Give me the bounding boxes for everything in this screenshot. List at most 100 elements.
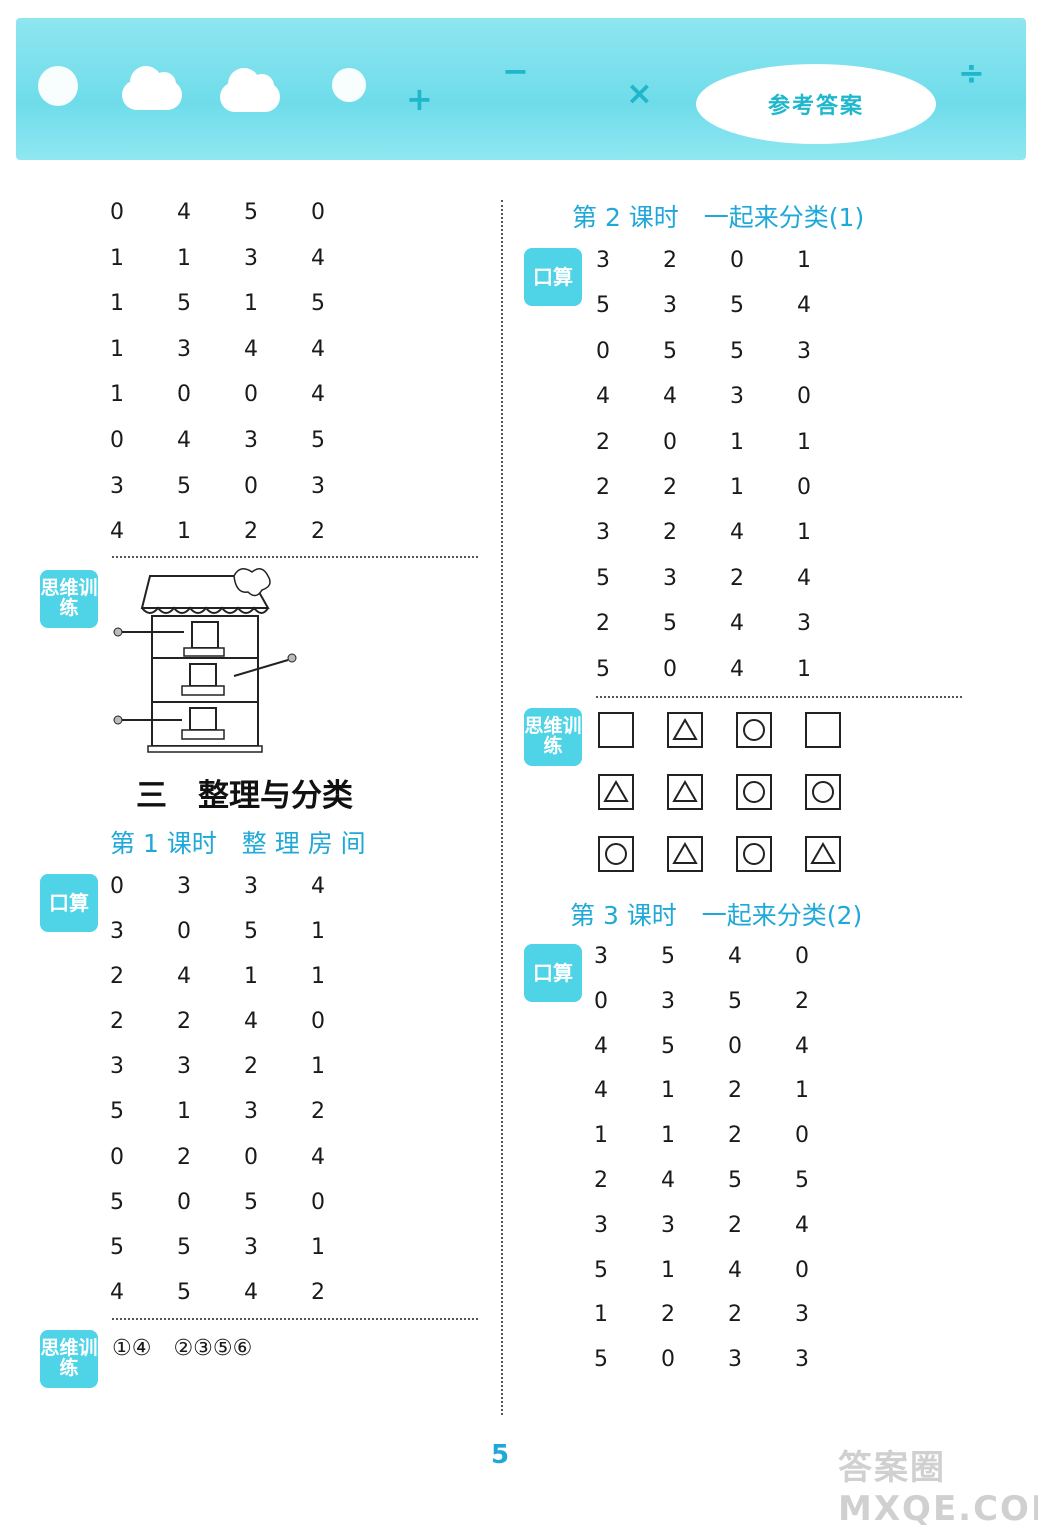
answer-cell: 5 — [661, 944, 675, 969]
answer-cell: 4 — [311, 382, 325, 408]
answer-cell: 5 — [177, 473, 191, 499]
watermark: 答案圈 MXQE.COM — [838, 1448, 1038, 1529]
answer-cell: 0 — [244, 473, 258, 499]
answer-cell: 3 — [594, 944, 608, 969]
dotted-separator — [596, 696, 962, 698]
answer-cell: 2 — [110, 1009, 124, 1035]
answer-cell: 1 — [661, 1078, 675, 1104]
answer-cell: 1 — [110, 336, 124, 362]
answer-cell: 5 — [728, 988, 742, 1014]
thinking-training-badge: 思维训练 — [40, 1330, 98, 1388]
cloud-icon — [122, 66, 182, 110]
circle-in-square — [736, 836, 772, 872]
answer-cell: 0 — [177, 1189, 191, 1215]
answer-cell: 4 — [311, 245, 325, 271]
answer-cell: 5 — [110, 1234, 124, 1260]
answer-cell: 4 — [730, 520, 744, 546]
answer-cell: 2 — [594, 1167, 608, 1193]
answer-cell: 2 — [110, 964, 124, 990]
answer-cell: 2 — [663, 248, 677, 273]
oral-calc-badge: 口算 — [40, 874, 98, 932]
answer-cell: 1 — [177, 245, 191, 271]
page-number: 5 — [490, 1440, 510, 1470]
answer-cell: 4 — [311, 874, 325, 899]
answer-cell: 1 — [797, 656, 811, 682]
answer-cell: 3 — [244, 1099, 258, 1125]
answer-cell: 0 — [177, 919, 191, 945]
minus-symbol: − — [502, 52, 529, 90]
triangle-in-square — [667, 774, 703, 810]
answer-cell: 2 — [177, 1009, 191, 1035]
circle-in-square — [805, 774, 841, 810]
answer-cell: 0 — [661, 1347, 675, 1373]
empty-square — [805, 712, 841, 748]
answer-cell: 4 — [177, 964, 191, 990]
triangle-in-square — [667, 712, 703, 748]
answer-cell: 2 — [728, 1078, 742, 1104]
answer-cell: 4 — [594, 1033, 608, 1059]
circle-in-square — [736, 774, 772, 810]
answer-cell: 4 — [311, 336, 325, 362]
answer-cell: 1 — [797, 429, 811, 455]
answer-cell: 1 — [311, 1054, 325, 1080]
answer-cell: 4 — [596, 384, 610, 410]
answer-cell: 4 — [244, 1009, 258, 1035]
answer-cell: 1 — [311, 919, 325, 945]
answer-cell: 4 — [728, 1257, 742, 1283]
answer-cell: 1 — [730, 474, 744, 500]
answer-cell: 0 — [244, 1144, 258, 1170]
answer-cell: 2 — [661, 1302, 675, 1328]
answer-cell: 3 — [730, 384, 744, 410]
answer-cell: 1 — [795, 1078, 809, 1104]
column-divider — [501, 200, 503, 1415]
answer-cell: 5 — [311, 291, 325, 317]
answer-cell: 2 — [311, 519, 325, 545]
answer-cell: 1 — [730, 429, 744, 455]
answer-cell: 2 — [244, 519, 258, 545]
answer-cell: 4 — [594, 1078, 608, 1104]
answer-cell: 0 — [311, 200, 325, 225]
oral-calc-badge: 口算 — [524, 944, 582, 1002]
lesson-1-title: 第 1 课时 整 理 房 间 — [110, 829, 366, 858]
answer-cell: 3 — [795, 1347, 809, 1373]
answer-cell: 5 — [795, 1167, 809, 1193]
answer-cell: 5 — [110, 1099, 124, 1125]
answer-cell: 4 — [730, 656, 744, 682]
answer-cell: 4 — [244, 336, 258, 362]
answer-cell: 3 — [596, 248, 610, 273]
lesson-2-title: 第 2 课时 一起来分类(1) — [572, 203, 865, 232]
answer-cell: 3 — [661, 988, 675, 1014]
answer-cell: 3 — [728, 1347, 742, 1373]
answer-cell: 4 — [730, 611, 744, 637]
answer-cell: 3 — [244, 427, 258, 453]
answer-cell: 1 — [110, 382, 124, 408]
answer-cell: 3 — [311, 473, 325, 499]
answer-cell: 0 — [594, 988, 608, 1014]
answer-cell: 5 — [596, 656, 610, 682]
answer-cell: 0 — [795, 944, 809, 969]
answer-cell: 5 — [244, 919, 258, 945]
answer-cell: 4 — [311, 1144, 325, 1170]
answer-cell: 5 — [596, 565, 610, 591]
answer-cell: 0 — [795, 1123, 809, 1149]
answer-cell: 1 — [797, 520, 811, 546]
answer-cell: 3 — [661, 1212, 675, 1238]
oral-calc-badge: 口算 — [524, 248, 582, 306]
answer-cell: 0 — [797, 384, 811, 410]
